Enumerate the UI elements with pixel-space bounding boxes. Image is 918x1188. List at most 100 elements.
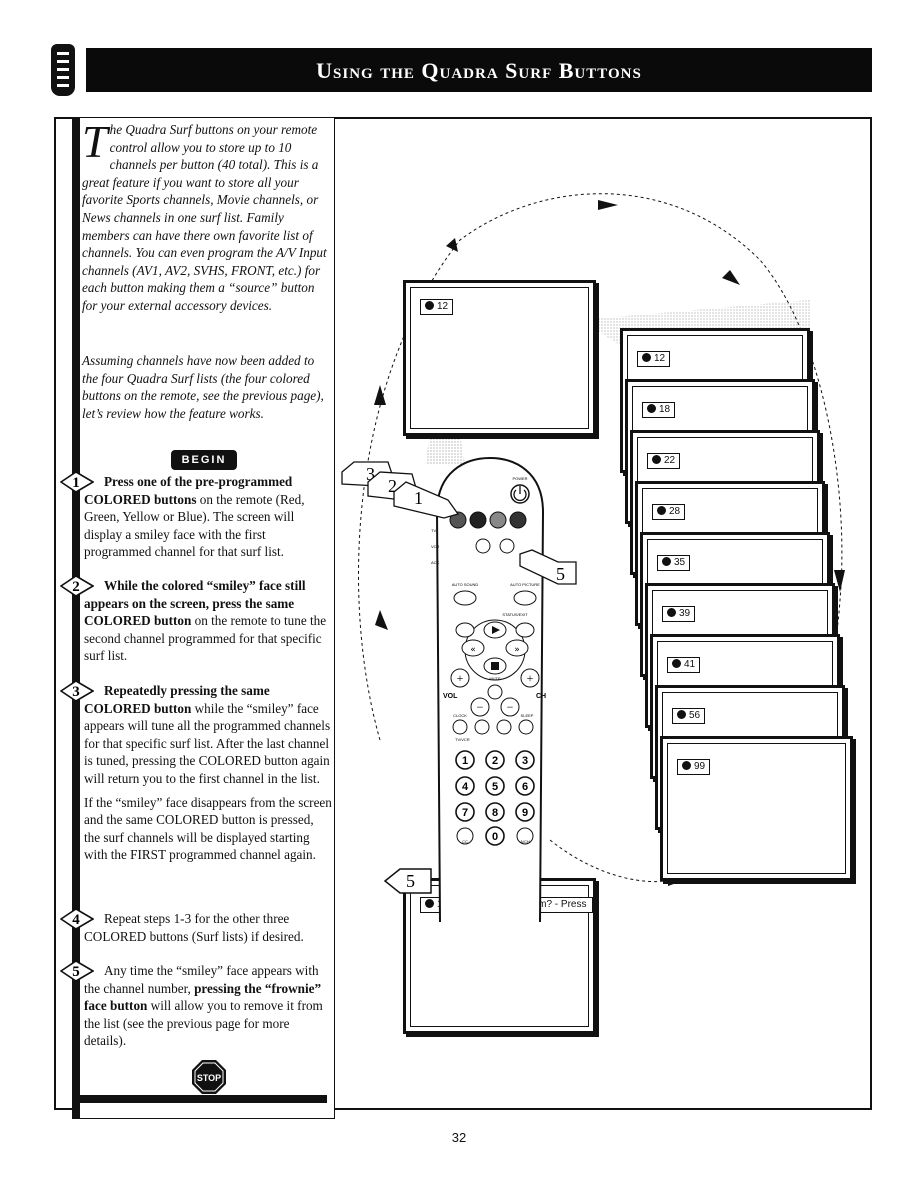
digit-label: 6 xyxy=(522,781,528,793)
svg-text:AUTO PICTURE: AUTO PICTURE xyxy=(510,582,540,587)
svg-text:−: − xyxy=(477,700,484,714)
content-frame xyxy=(54,117,872,1110)
svg-text:2: 2 xyxy=(388,476,397,496)
panel-shadow-bottom xyxy=(72,1095,327,1103)
svg-text:4: 4 xyxy=(72,912,80,928)
digit-button-1 xyxy=(455,750,475,770)
svg-text:POWER: POWER xyxy=(512,476,527,481)
step-arrow-icon: 1 xyxy=(60,471,94,493)
channel-chip: 41 xyxy=(667,657,701,673)
svg-text:3: 3 xyxy=(72,684,80,700)
digit-label: 9 xyxy=(522,807,528,819)
step-4: 4 Repeat steps 1-3 for the other three C… xyxy=(60,908,332,945)
digit-label: 3 xyxy=(522,755,528,767)
header-bar xyxy=(86,48,872,92)
svg-text:CLOCK: CLOCK xyxy=(453,713,467,718)
channel-chip: 56 xyxy=(672,708,706,724)
smiley-icon xyxy=(667,608,676,617)
smiley-button xyxy=(475,538,491,554)
svg-text:SLEEP: SLEEP xyxy=(521,713,534,718)
green-surf-button xyxy=(469,511,487,529)
svg-text:VCR: VCR xyxy=(431,544,440,549)
smiley-icon xyxy=(647,404,656,413)
step-1: 1 Press one of the pre-programmed COLORE… xyxy=(60,471,332,561)
channel-chip: 39 xyxy=(662,606,696,622)
smiley-icon xyxy=(425,301,434,310)
step-arrow-icon: 2 xyxy=(60,575,94,597)
drop-cap: T xyxy=(82,116,108,167)
begin-badge: BEGIN xyxy=(171,450,237,470)
digit-button-9 xyxy=(515,802,535,822)
digit-label: 7 xyxy=(462,807,468,819)
svg-text:5: 5 xyxy=(72,964,80,980)
remote-control: POWER TV VCR ACC AUTO SOUND AUTO PICTURE… xyxy=(431,456,546,922)
digit-label: 2 xyxy=(492,755,498,767)
svg-text:TV/VCR: TV/VCR xyxy=(455,737,470,742)
svg-text:CH: CH xyxy=(536,693,546,700)
svg-text:CC: CC xyxy=(462,839,468,844)
step-arrow-icon: 5 xyxy=(60,960,94,982)
smiley-icon xyxy=(682,761,691,770)
instructions-panel xyxy=(72,117,335,1119)
step-2: 2 While the colored “smiley” face still … xyxy=(60,575,332,665)
svg-text:+: + xyxy=(457,671,464,685)
channel-chip: 28 xyxy=(652,504,686,520)
frownie-button xyxy=(499,538,515,554)
svg-text:ACC: ACC xyxy=(431,560,440,565)
svg-text:1: 1 xyxy=(72,475,80,491)
svg-text:MUTE: MUTE xyxy=(489,676,501,681)
smiley-icon xyxy=(677,710,686,719)
smiley-icon xyxy=(425,899,434,908)
svg-text:+: + xyxy=(527,671,534,685)
blue-surf-button xyxy=(509,511,527,529)
stop-sign-icon: STOP xyxy=(192,1060,226,1094)
step-arrow-icon: 4 xyxy=(60,908,94,930)
digit-button-3 xyxy=(515,750,535,770)
svg-text:VOL: VOL xyxy=(443,693,458,700)
svg-text:5: 5 xyxy=(406,871,415,891)
step-3: 3 Repeatedly pressing the same COLORED b… xyxy=(60,680,332,864)
svg-text:3: 3 xyxy=(366,464,375,484)
callout-5-arrow: 5 xyxy=(384,868,432,894)
svg-text:A/CH: A/CH xyxy=(520,839,530,844)
red-surf-button xyxy=(449,511,467,529)
svg-text:«: « xyxy=(470,645,476,655)
step-5: 5 Any time the “smiley” face appears wit… xyxy=(60,960,332,1050)
digit-button-7 xyxy=(455,802,475,822)
page-number: 32 xyxy=(451,1130,467,1145)
page-title: Using the Quadra Surf Buttons xyxy=(316,58,642,83)
channel-chip: 99 xyxy=(677,759,711,775)
digit-button-8 xyxy=(485,802,505,822)
digit-button-2 xyxy=(485,750,505,770)
digit-label: 1 xyxy=(462,755,468,767)
tv-screen-stack-9: 99 xyxy=(660,736,853,881)
digit-label: 0 xyxy=(492,831,498,843)
smiley-icon xyxy=(652,455,661,464)
panel-shadow-left xyxy=(72,117,80,1119)
channel-chip: 12 xyxy=(637,351,671,367)
channel-chip: 18 xyxy=(642,402,676,418)
channel-chip: 12 xyxy=(420,299,454,315)
digit-label: 4 xyxy=(462,781,469,793)
svg-text:−: − xyxy=(507,700,514,714)
smiley-icon xyxy=(642,353,651,362)
svg-text:2: 2 xyxy=(72,579,80,595)
channel-chip: 22 xyxy=(647,453,681,469)
svg-text:1: 1 xyxy=(414,488,423,508)
svg-text:STOP: STOP xyxy=(197,1073,221,1083)
svg-text:STATUS/EXIT: STATUS/EXIT xyxy=(502,612,528,617)
remote-control-icon xyxy=(51,44,75,96)
smiley-icon xyxy=(672,659,681,668)
digit-label: 5 xyxy=(492,781,498,793)
digit-label: 8 xyxy=(492,807,498,819)
channel-chip: 35 xyxy=(657,555,691,571)
svg-text:TV: TV xyxy=(431,528,436,533)
digit-button-6 xyxy=(515,776,535,796)
digit-button-0 xyxy=(485,826,505,846)
svg-text:AUTO SOUND: AUTO SOUND xyxy=(452,582,479,587)
digit-button-5 xyxy=(485,776,505,796)
digit-button-4 xyxy=(455,776,475,796)
intro-paragraph-2: Assuming channels have now been added to… xyxy=(82,353,324,421)
smiley-icon xyxy=(662,557,671,566)
